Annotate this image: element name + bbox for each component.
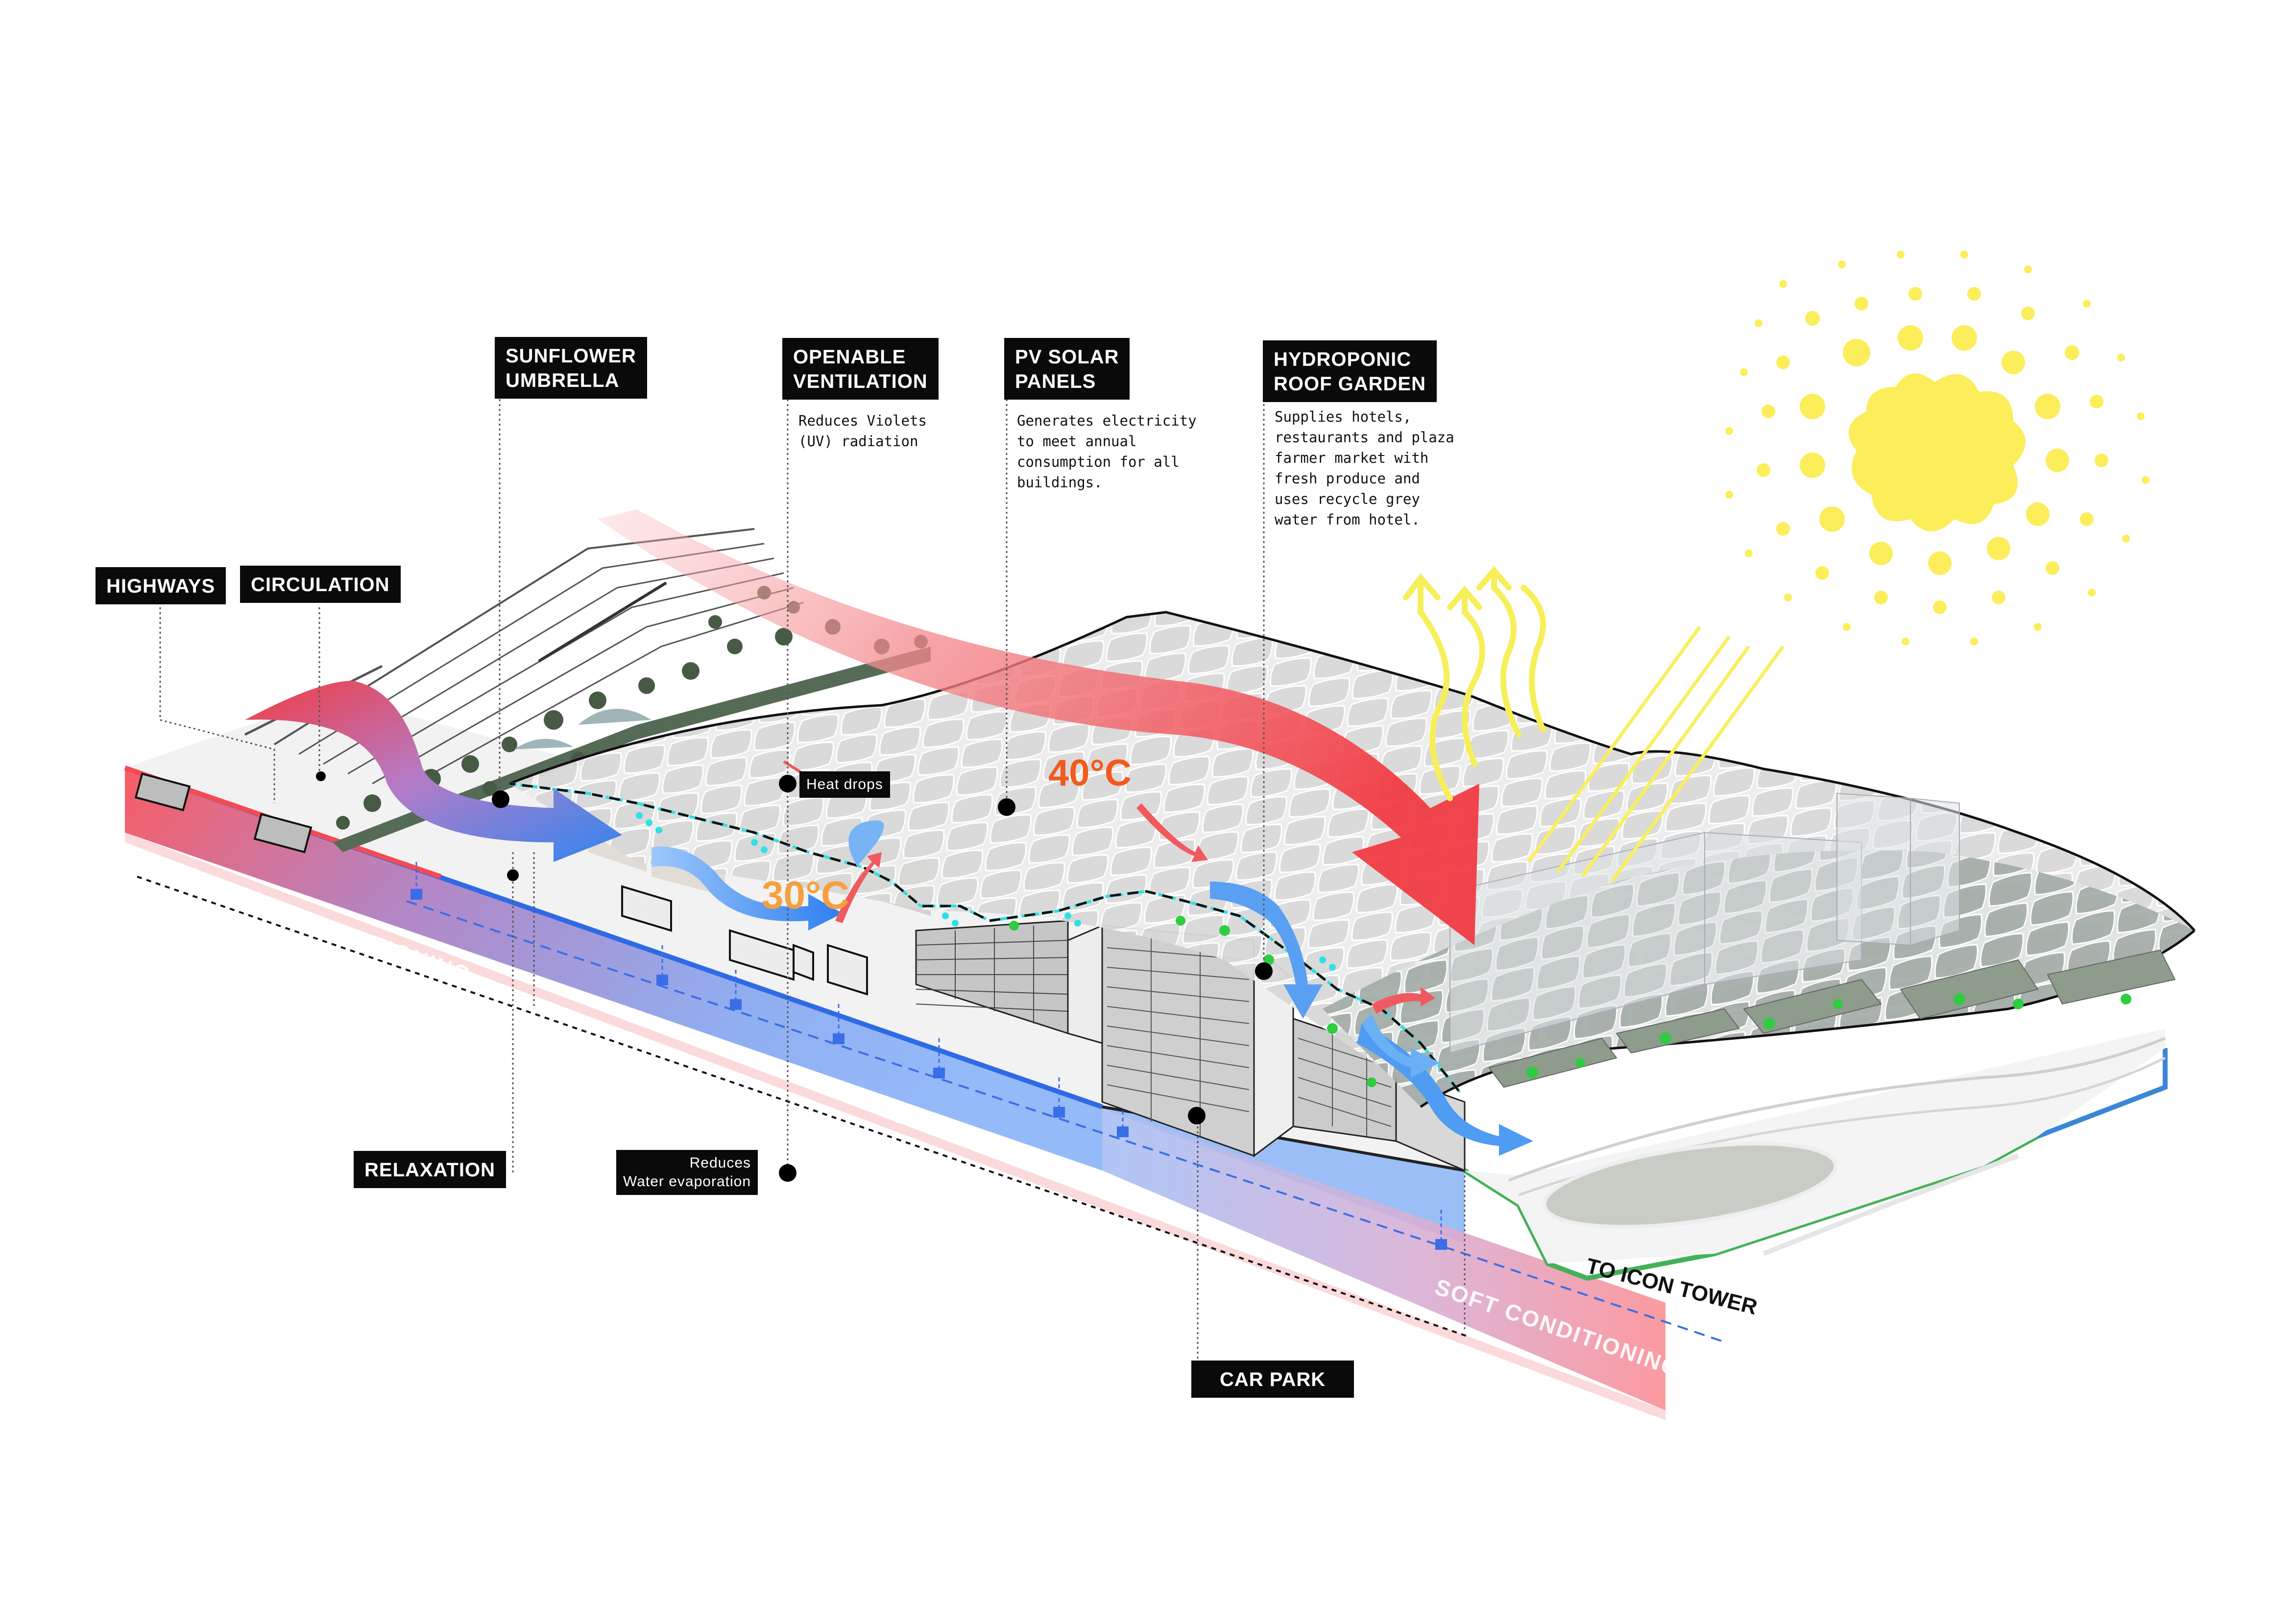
heat-rising-arrows bbox=[1403, 566, 1546, 801]
desc-openable-ventilation: Reduces Violets (UV) radiation bbox=[798, 412, 927, 450]
label-openable-ventilation: OPENABLE VENTILATION bbox=[782, 338, 939, 400]
label-highways: HIGHWAYS bbox=[96, 567, 226, 604]
sun-rays bbox=[1527, 625, 1785, 883]
label-sunflower-umbrella: SUNFLOWER UMBRELLA bbox=[495, 337, 647, 399]
label-relaxation: RELAXATION bbox=[354, 1151, 507, 1188]
airflow-arrows bbox=[245, 509, 1533, 1156]
label-car-park: CAR PARK bbox=[1191, 1361, 1354, 1398]
temperature-inside: 30°C bbox=[762, 873, 849, 917]
label-circulation: CIRCULATION bbox=[240, 566, 401, 603]
label-reduces-water-evaporation: Reduces Water evaporation bbox=[616, 1150, 758, 1195]
car-park-structure bbox=[1465, 1028, 2166, 1264]
sun-icon bbox=[1725, 251, 2149, 645]
label-heat-drops: Heat drops bbox=[799, 771, 890, 798]
label-hydroponic-roof-garden: HYDROPONIC ROOF GARDEN bbox=[1263, 340, 1437, 402]
desc-hydroponic-roof-garden: Supplies hotels, restaurants and plaza f… bbox=[1275, 408, 1454, 528]
temperature-outside: 40°C bbox=[1048, 752, 1132, 794]
canopy-roof bbox=[509, 611, 2196, 1108]
desc-pv-solar-panels: Generates electricity to meet annual con… bbox=[1017, 412, 1197, 491]
anchor-dots bbox=[316, 771, 1273, 1182]
label-pv-solar-panels: PV SOLAR PANELS bbox=[1004, 338, 1130, 400]
